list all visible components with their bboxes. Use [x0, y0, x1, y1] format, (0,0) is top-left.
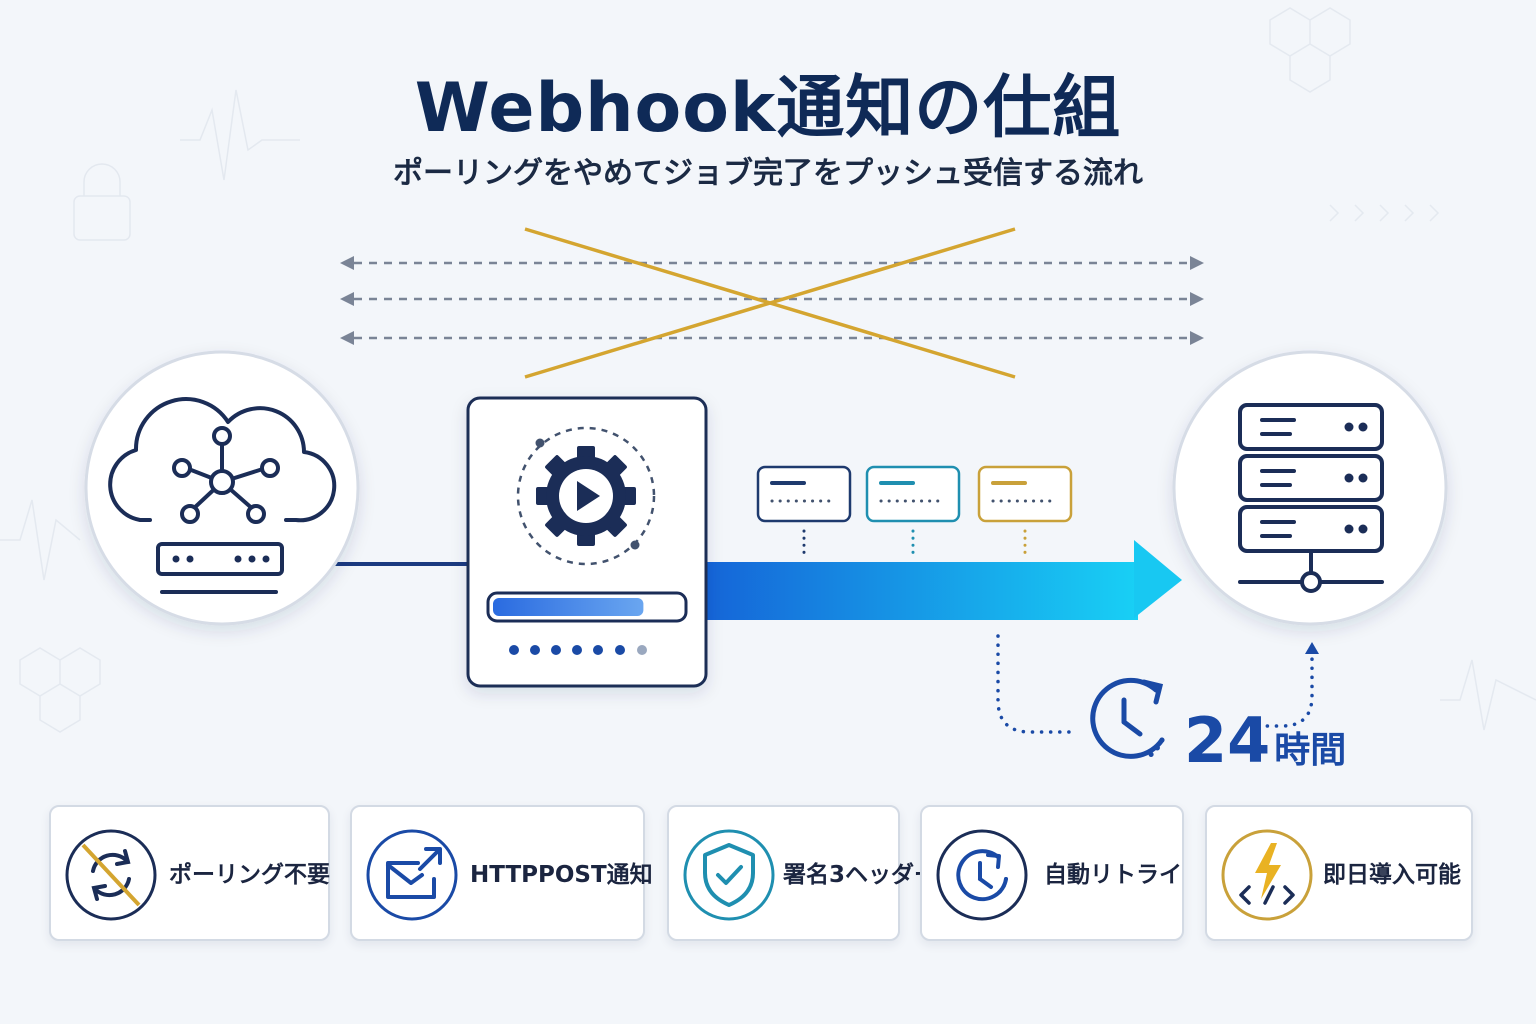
retention-path: [996, 634, 1314, 734]
feature-label: 署名3ヘッダー: [783, 862, 938, 888]
shield-check-icon: [683, 829, 775, 921]
payload-cards: [756, 465, 1073, 558]
feature-card-auto-retry: 自動リトライ: [920, 805, 1184, 941]
mail-send-icon: [366, 829, 458, 921]
polling-lines: [340, 256, 1204, 345]
clock-retry-icon: [936, 829, 1028, 921]
background-decoration: [0, 7, 1536, 733]
no-polling-icon: [65, 829, 157, 921]
cloud-network-icon: [108, 397, 337, 594]
page-title: Webhook通知の仕組: [414, 69, 1122, 148]
feature-label: HTTPPOST通知: [470, 862, 653, 888]
retention-value: 24: [1184, 704, 1271, 777]
receiver-node: [1172, 350, 1448, 626]
gear-play-icon: [536, 446, 636, 546]
feature-card-http-post: HTTPPOST通知: [350, 805, 653, 941]
job-progress-bar: [486, 591, 688, 623]
payload-card: [756, 465, 852, 558]
lightning-code-icon: [1221, 829, 1313, 921]
feature-label: 自動リトライ: [1044, 862, 1182, 888]
feature-card-no-polling: ポーリング不要: [49, 805, 330, 941]
delivery-arrow: [706, 540, 1182, 620]
feature-card-signature: 署名3ヘッダー: [667, 805, 937, 941]
feature-label: ポーリング不要: [169, 862, 330, 888]
polling-cross: [524, 227, 1016, 379]
job-node: [466, 396, 708, 688]
payload-card: [865, 465, 961, 558]
feature-label: 即日導入可能: [1323, 862, 1461, 888]
retention-arrowhead: [1305, 642, 1319, 654]
source-node: [84, 350, 360, 626]
page-subtitle: ポーリングをやめてジョブ完了をプッシュ受信する流れ: [393, 156, 1143, 191]
clock-refresh-icon: [1090, 677, 1165, 761]
payload-card: [977, 465, 1073, 558]
server-rack-icon: [1238, 403, 1384, 593]
job-dots: [509, 645, 647, 655]
retention-unit: 時間: [1274, 730, 1347, 771]
feature-card-same-day: 即日導入可能: [1205, 805, 1473, 941]
